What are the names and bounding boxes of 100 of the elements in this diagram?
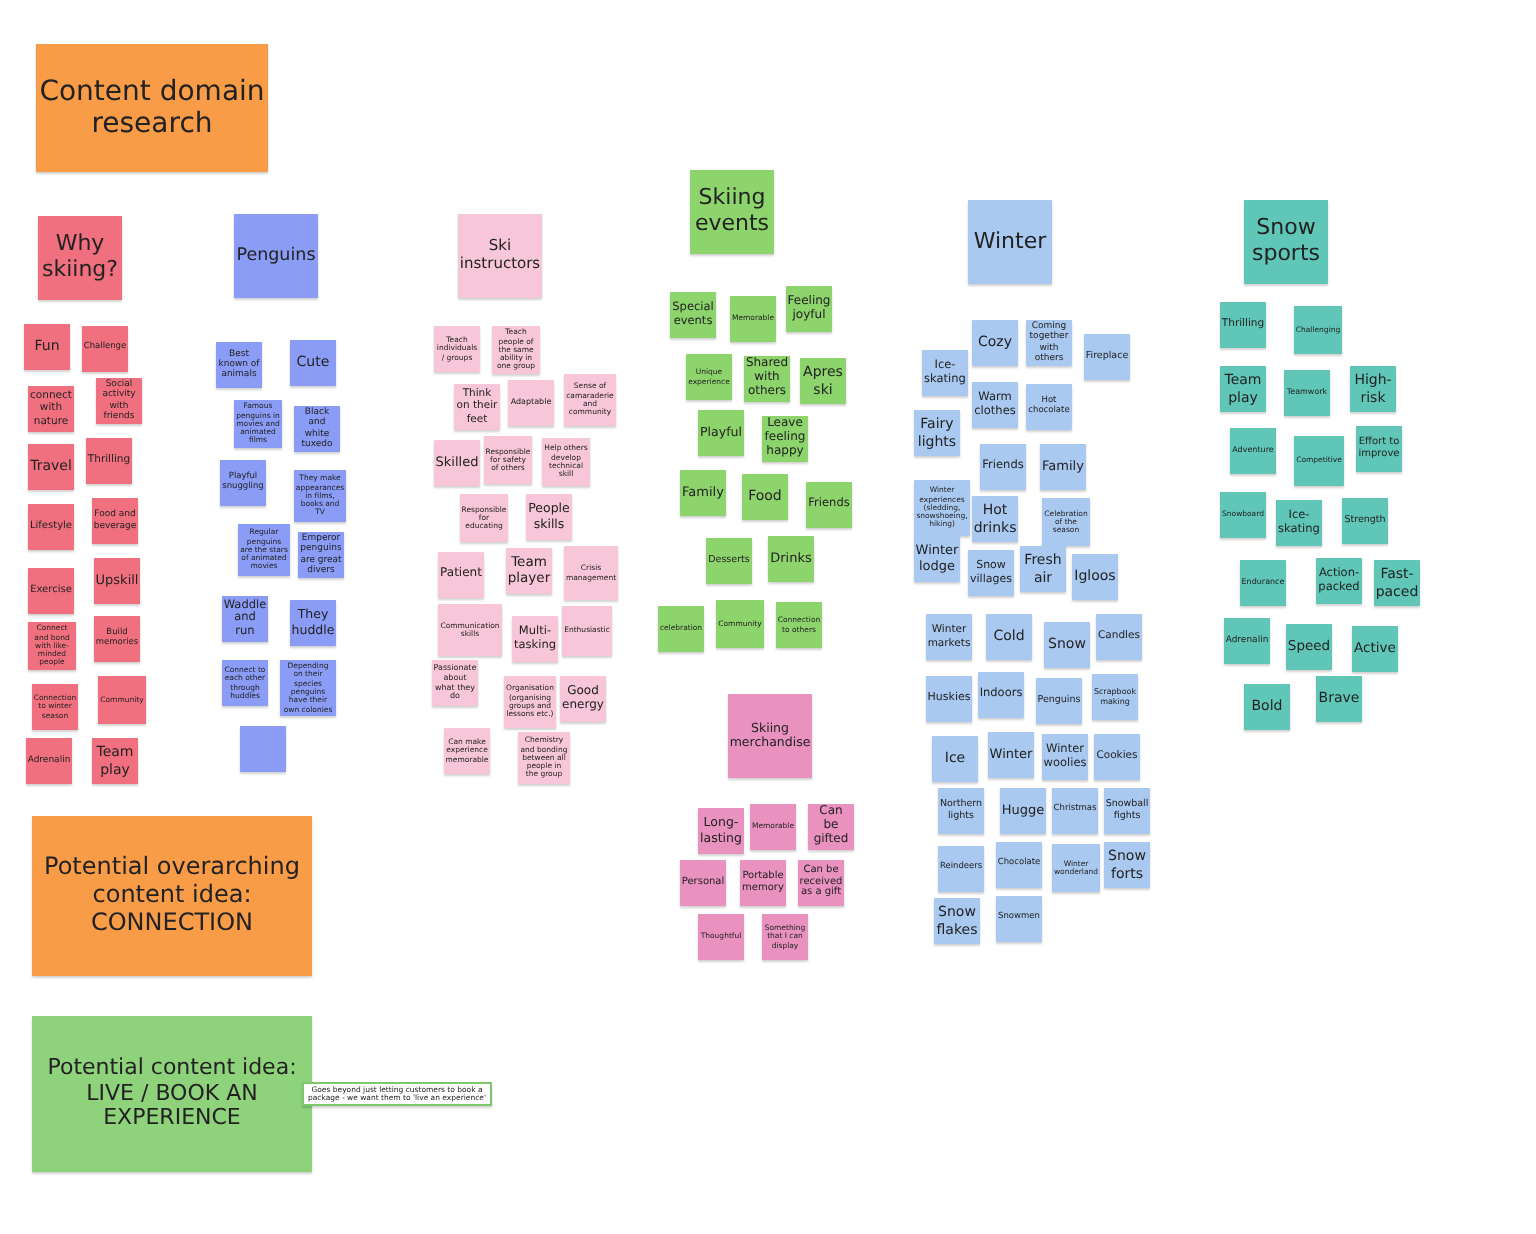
sticky-note	[240, 726, 286, 772]
sticky-note	[506, 548, 552, 594]
sticky-note	[1220, 492, 1266, 538]
sticky-note	[24, 324, 70, 370]
sticky-note	[32, 1016, 312, 1172]
sticky-note	[290, 600, 336, 646]
sticky-note	[220, 460, 266, 506]
note-text: Potential content idea: LIVE / BOOK AN EXPERIENCE	[45, 1056, 299, 1132]
sticky-note	[562, 606, 612, 656]
sticky-note	[914, 536, 960, 582]
sticky-note	[508, 380, 554, 426]
sticky-note	[434, 440, 480, 486]
sticky-note	[926, 676, 972, 722]
sticky-note	[438, 604, 502, 656]
sticky-note	[698, 410, 744, 456]
sticky-note	[690, 170, 774, 254]
sticky-note	[1240, 560, 1286, 606]
sticky-note	[1096, 614, 1142, 660]
sticky-note	[564, 546, 618, 600]
sticky-note	[762, 914, 808, 960]
sticky-note	[776, 602, 822, 648]
sticky-note	[996, 896, 1042, 942]
sticky-note	[978, 672, 1024, 718]
sticky-note	[82, 326, 128, 372]
sticky-note	[434, 326, 480, 372]
sticky-note	[1342, 498, 1388, 544]
note-text: Skiing events	[692, 186, 772, 238]
sticky-note	[806, 482, 852, 528]
sticky-note	[92, 498, 138, 544]
sticky-note	[484, 436, 532, 484]
sticky-note	[1220, 302, 1266, 348]
sticky-note	[1084, 334, 1130, 380]
note-text: Snow sports	[1249, 216, 1322, 268]
sticky-note	[1224, 618, 1270, 664]
sticky-note	[1352, 626, 1398, 672]
sticky-note	[1294, 436, 1344, 486]
note-text: Content domain research	[38, 75, 266, 141]
sticky-note	[972, 320, 1018, 366]
sticky-note	[1092, 674, 1138, 720]
sticky-note	[94, 558, 140, 604]
sticky-note	[1044, 622, 1090, 668]
sticky-note	[730, 296, 776, 342]
sticky-note	[1316, 676, 1362, 722]
sticky-note	[444, 728, 490, 774]
sticky-note	[290, 340, 336, 386]
sticky-note	[706, 538, 752, 584]
sticky-note	[234, 214, 318, 298]
sticky-note	[728, 694, 812, 778]
sticky-note	[968, 550, 1014, 596]
sticky-note	[1094, 734, 1140, 780]
sticky-note	[938, 846, 984, 892]
note-text: Winter	[973, 229, 1047, 255]
sticky-note	[1356, 426, 1402, 472]
sticky-note	[1000, 788, 1046, 834]
sticky-note	[32, 816, 312, 976]
sticky-note	[768, 536, 814, 582]
sticky-note	[1244, 200, 1328, 284]
sticky-note	[680, 860, 726, 906]
sticky-note	[28, 444, 74, 490]
sticky-note	[28, 504, 74, 550]
sticky-note	[1042, 734, 1088, 780]
sticky-note	[980, 444, 1026, 490]
sticky-note	[38, 216, 122, 300]
sticky-note	[26, 738, 72, 784]
sticky-note	[1244, 684, 1290, 730]
sticky-note	[32, 684, 78, 730]
sticky-note	[94, 616, 140, 662]
sticky-note	[1276, 500, 1322, 546]
sticky-note	[1294, 306, 1342, 354]
sticky-note	[1052, 844, 1100, 892]
sticky-note	[86, 438, 132, 484]
note-text: Why skiing?	[40, 232, 120, 284]
sticky-note	[972, 382, 1018, 428]
sticky-note	[742, 474, 788, 520]
sticky-note	[560, 676, 606, 722]
sticky-note	[36, 44, 268, 172]
sticky-note	[1104, 788, 1150, 834]
sticky-note	[1286, 624, 1332, 670]
sticky-note	[968, 200, 1052, 284]
sticky-note	[922, 350, 968, 396]
sticky-note	[1040, 444, 1086, 490]
sticky-note	[438, 552, 484, 598]
sticky-note	[1284, 370, 1330, 416]
sticky-note	[1072, 554, 1118, 600]
sticky-note	[1042, 498, 1090, 546]
sticky-note	[716, 600, 764, 648]
sticky-note	[1036, 678, 1082, 724]
sticky-note	[526, 494, 572, 540]
sticky-note	[996, 842, 1042, 888]
sticky-note	[1026, 384, 1072, 430]
sticky-note	[932, 736, 978, 782]
sticky-note	[750, 804, 796, 850]
sticky-note	[658, 606, 704, 652]
sticky-note	[740, 860, 786, 906]
sticky-note	[698, 914, 744, 960]
sticky-note	[698, 808, 744, 854]
sticky-note	[986, 614, 1032, 660]
sticky-note	[1316, 558, 1362, 604]
sticky-note	[512, 616, 558, 662]
note-text: Potential overarching content idea: CONNECTION	[42, 854, 302, 938]
